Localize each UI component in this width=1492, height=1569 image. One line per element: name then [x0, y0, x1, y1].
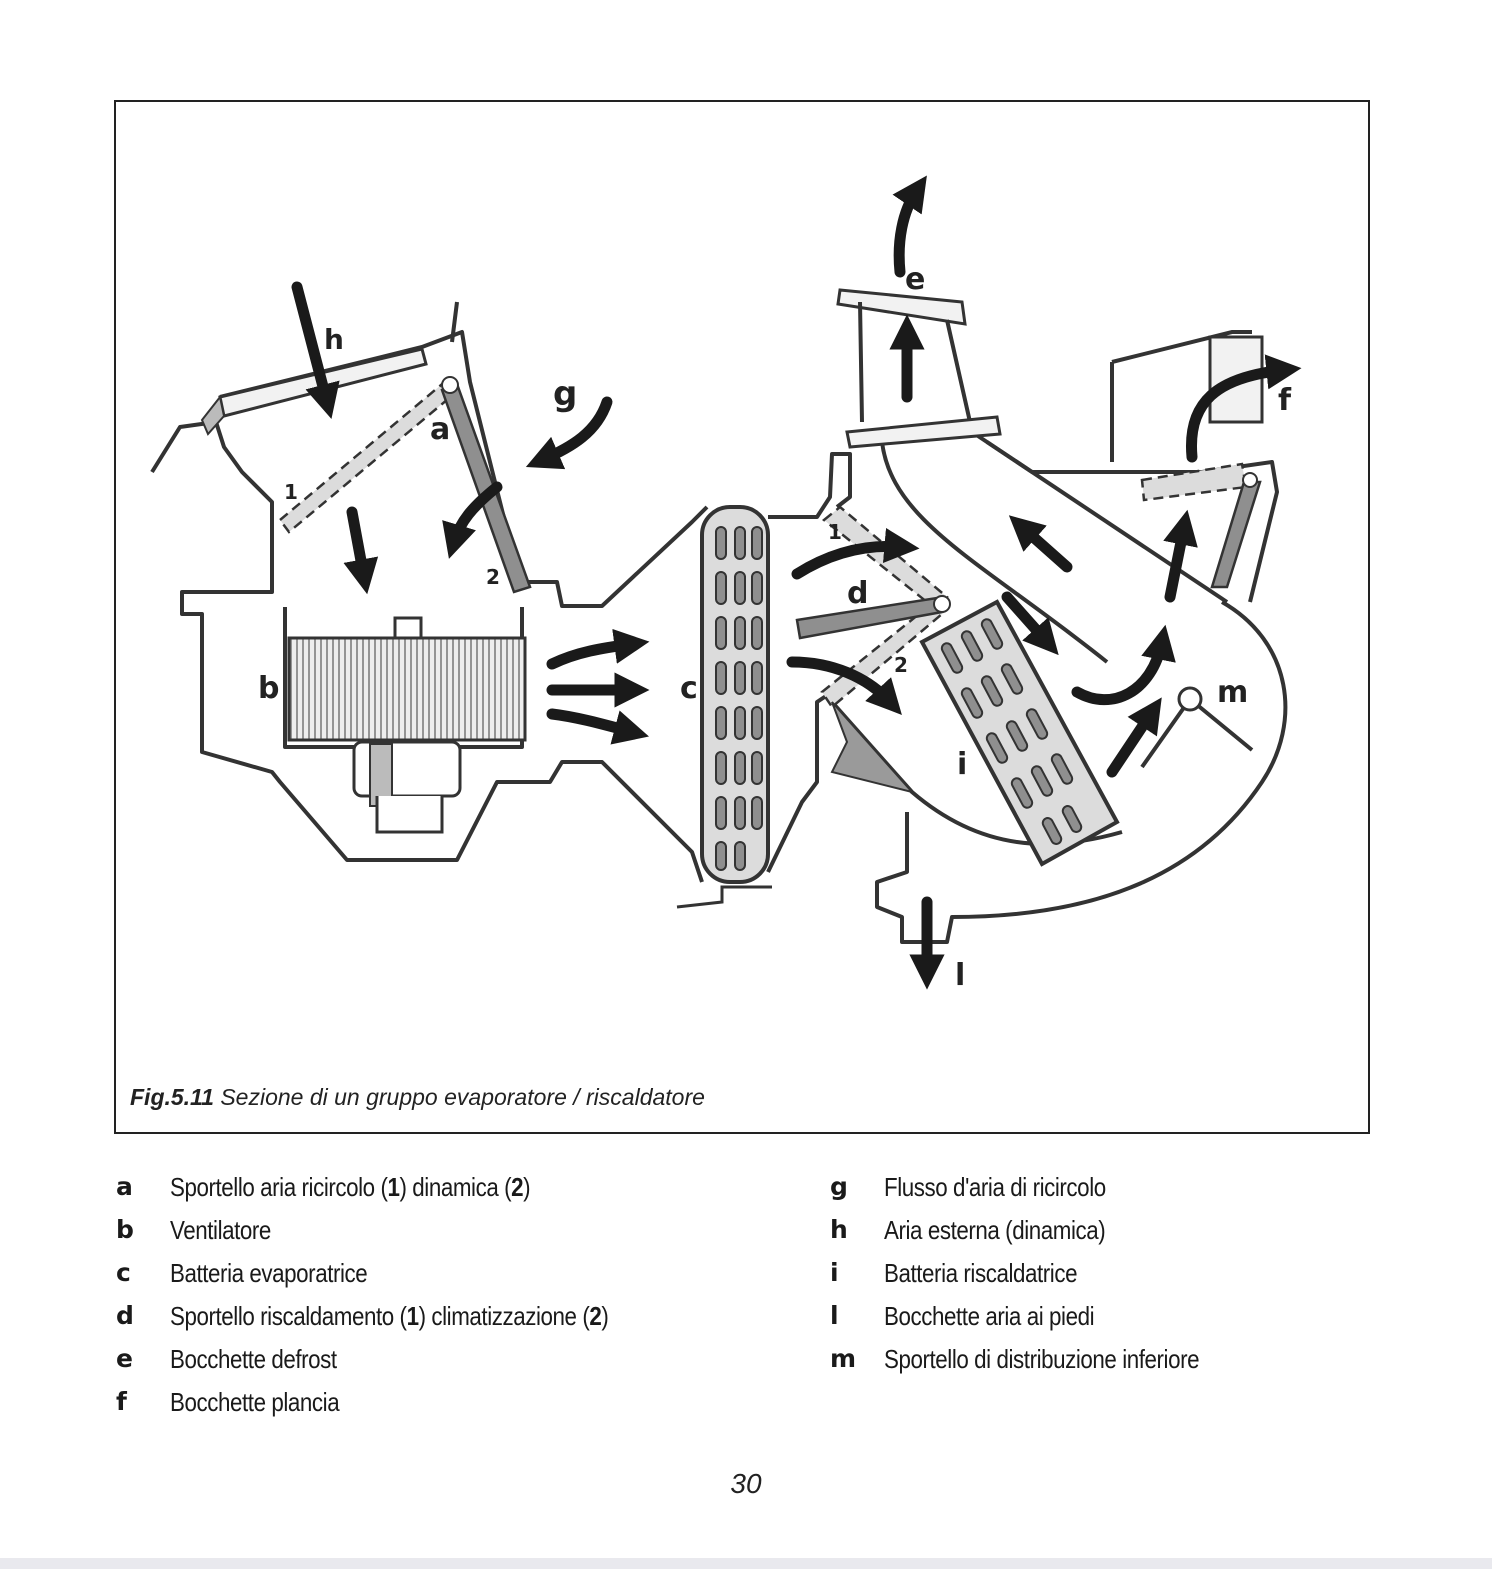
legend-item-d: d Sportello riscaldamento (1) climatizzaz… — [116, 1301, 716, 1344]
evaporator-core — [676, 505, 772, 909]
defrost-outlet — [836, 288, 1002, 449]
legend-text-part: ) dinamica ( — [399, 1172, 512, 1202]
legend-key: g — [830, 1172, 848, 1201]
legend-text-part: 1 — [406, 1301, 419, 1331]
legend-key: c — [116, 1258, 131, 1287]
legend-item-c: c Batteria evaporatrice — [116, 1258, 716, 1301]
legend-text-part: Aria esterna (dinamica) — [884, 1215, 1106, 1245]
legend-item-g: g Flusso d'aria di ricircolo — [830, 1172, 1430, 1215]
legend-text-part: ) climatizzazione ( — [418, 1301, 590, 1331]
legend-key: a — [116, 1172, 133, 1201]
legend-key: e — [116, 1344, 133, 1373]
label-m: m — [1217, 675, 1248, 710]
blower-fan — [287, 616, 527, 834]
legend-text: Bocchette aria ai piedi — [884, 1301, 1095, 1332]
figure-number: Fig.5.11 — [130, 1084, 214, 1110]
legend-text: Sportello di distribuzione inferiore — [884, 1344, 1200, 1375]
legend-text-part: Flusso d'aria di ricircolo — [884, 1172, 1106, 1202]
dash-outlet — [1110, 330, 1264, 589]
legend-text-part: Sportello riscaldamento ( — [170, 1301, 407, 1331]
legend-text-part: 2 — [589, 1301, 602, 1331]
legend-text-part: 1 — [387, 1172, 400, 1202]
label-a2: 2 — [486, 565, 500, 589]
legend-text: Aria esterna (dinamica) — [884, 1215, 1106, 1246]
legend-key: h — [830, 1215, 848, 1244]
hvac-section-diagram: h g a 1 2 b c d 1 2 e f i l m — [150, 175, 1302, 993]
label-a1: 1 — [284, 480, 298, 504]
legend-text-part: Sportello aria ricircolo ( — [170, 1172, 388, 1202]
airflow-arrows — [291, 175, 1302, 990]
legend-key: m — [830, 1344, 857, 1373]
label-i: i — [957, 747, 967, 782]
legend-text-part: Ventilatore — [170, 1215, 271, 1245]
label-d: d — [847, 576, 868, 611]
legend-key: l — [830, 1301, 839, 1330]
legend-key: f — [116, 1387, 127, 1416]
legend-item-b: b Ventilatore — [116, 1215, 716, 1258]
legend-text-part: Batteria evaporatrice — [170, 1258, 368, 1288]
label-g: g — [553, 374, 577, 414]
legend-text-part: 2 — [511, 1172, 524, 1202]
legend-text: Sportello aria ricircolo (1) dinamica (2… — [170, 1172, 531, 1203]
legend-text: Batteria riscaldatrice — [884, 1258, 1078, 1289]
legend-text-part: Batteria riscaldatrice — [884, 1258, 1078, 1288]
legend-key: b — [116, 1215, 134, 1244]
label-d1: 1 — [828, 520, 842, 544]
page-number: 30 — [730, 1468, 762, 1499]
legend-item-e: e Bocchette defrost — [116, 1344, 716, 1387]
figure-frame: h g a 1 2 b c d 1 2 e f i l m Fig.5.11 S… — [114, 100, 1370, 1134]
legend-text-part: ) — [601, 1301, 609, 1331]
label-b: b — [258, 671, 279, 706]
legend-text-part: Sportello di distribuzione inferiore — [884, 1344, 1200, 1374]
legend-item-i: i Batteria riscaldatrice — [830, 1258, 1430, 1301]
legend-text-part: Bocchette defrost — [170, 1344, 337, 1374]
legend-text: Batteria evaporatrice — [170, 1258, 368, 1289]
figure-caption-text: Sezione di un gruppo evaporatore / risca… — [220, 1084, 705, 1110]
label-e: e — [905, 262, 925, 297]
heater-core — [919, 599, 1120, 867]
housing-wedge — [830, 701, 915, 794]
legend-text-part: ) — [523, 1172, 531, 1202]
legend-item-m: m Sportello di distribuzione inferiore — [830, 1344, 1430, 1387]
legend-text: Bocchette defrost — [170, 1344, 337, 1375]
legend-text: Ventilatore — [170, 1215, 271, 1246]
flap-a — [278, 376, 532, 594]
legend-item-l: l Bocchette aria ai piedi — [830, 1301, 1430, 1344]
flap-m — [1140, 686, 1254, 769]
label-l: l — [955, 958, 965, 993]
label-h: h — [324, 323, 344, 356]
flap-d — [795, 505, 951, 709]
label-a: a — [430, 412, 450, 447]
legend-text-part: Bocchette aria ai piedi — [884, 1301, 1095, 1331]
label-c: c — [680, 671, 698, 706]
bottom-strip — [0, 1558, 1492, 1569]
legend-right-column: g Flusso d'aria di ricircolo h Aria esterna… — [830, 1172, 1430, 1387]
legend-item-a: a Sportello aria ricircolo (1) dinamica (… — [116, 1172, 716, 1215]
legend-key: d — [116, 1301, 134, 1330]
legend-text: Bocchette plancia — [170, 1387, 340, 1418]
label-d2: 2 — [894, 653, 908, 677]
legend-text: Flusso d'aria di ricircolo — [884, 1172, 1106, 1203]
legend-text-part: Bocchette plancia — [170, 1387, 340, 1417]
legend-item-f: f Bocchette plancia — [116, 1387, 716, 1430]
legend-key: i — [830, 1258, 839, 1287]
legend-text: Sportello riscaldamento (1) climatizzazi… — [170, 1301, 609, 1332]
figure-caption: Fig.5.11 Sezione di un gruppo evaporator… — [130, 1084, 705, 1111]
legend-item-h: h Aria esterna (dinamica) — [830, 1215, 1430, 1258]
label-f: f — [1278, 383, 1292, 418]
